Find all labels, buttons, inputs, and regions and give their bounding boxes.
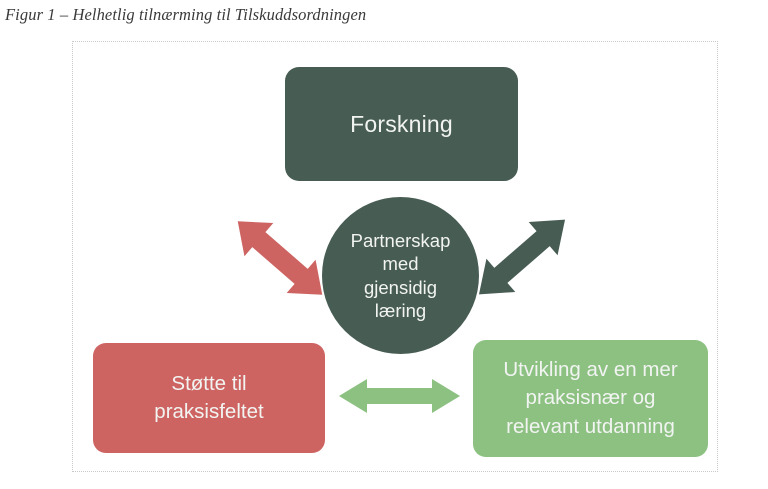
node-stotte-label: Støtte til praksisfeltet <box>154 372 264 423</box>
node-forskning: Forskning <box>285 67 518 181</box>
arrow-red-diagonal-icon <box>237 221 323 295</box>
node-forskning-label: Forskning <box>350 111 453 137</box>
node-utvikling-label: Utvikling av en mer praksisnær og releva… <box>503 357 678 438</box>
arrow-dark-green-diagonal-icon <box>478 219 566 295</box>
figure-caption: Figur 1 – Helhetlig tilnærming til Tilsk… <box>5 5 367 24</box>
node-stotte-til-praksisfeltet: Støtte til praksisfeltet <box>93 343 325 453</box>
figure-frame <box>72 41 718 472</box>
node-partnerskap-label: Partnerskap med gjensidig læring <box>350 229 451 322</box>
node-utvikling-utdanning: Utvikling av en mer praksisnær og releva… <box>473 340 708 457</box>
arrow-green-horizontal-icon <box>339 379 460 413</box>
node-partnerskap-circle: Partnerskap med gjensidig læring <box>322 197 479 354</box>
